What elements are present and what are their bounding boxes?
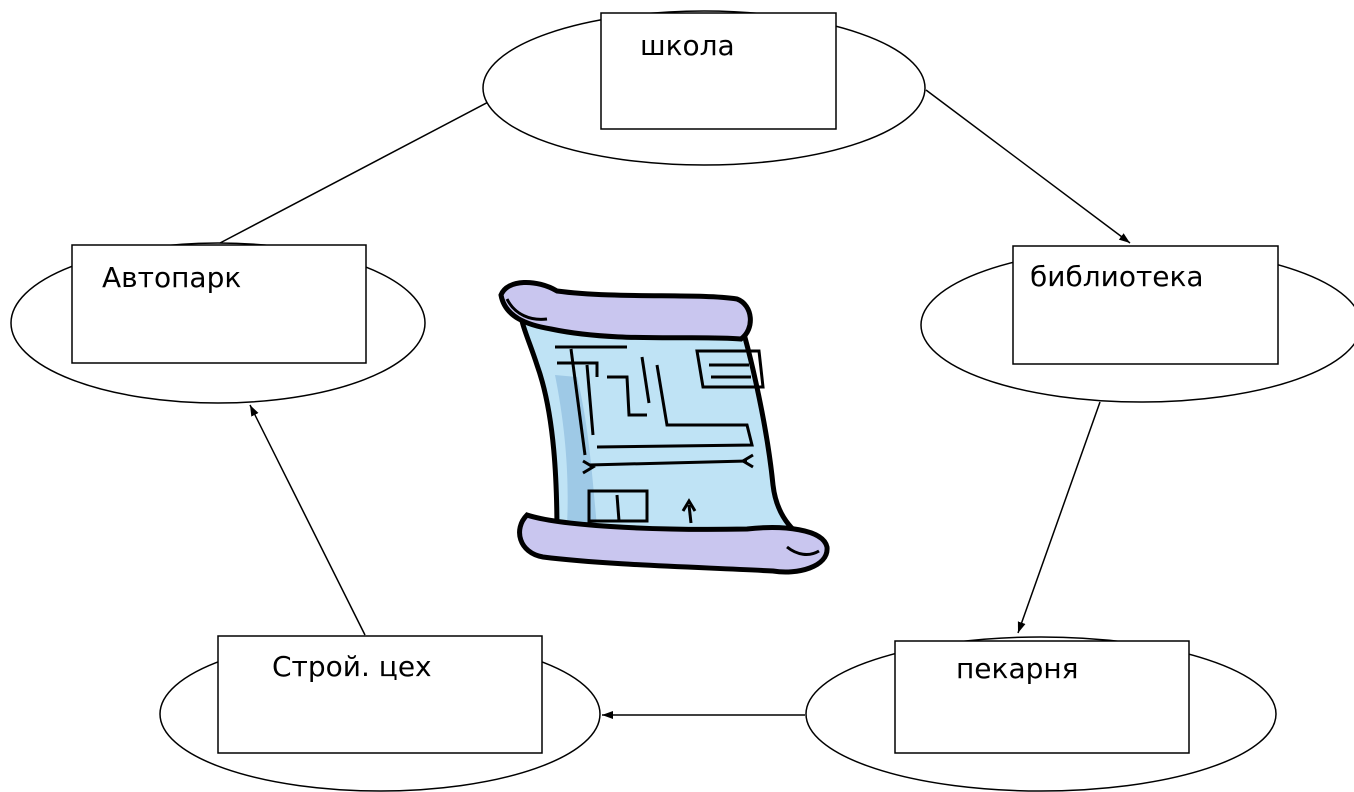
blueprint-scroll-icon bbox=[498, 279, 830, 575]
node-construction: Строй. цех bbox=[159, 635, 601, 792]
node-box bbox=[1012, 245, 1279, 365]
node-motorpool: Автопарк bbox=[10, 242, 426, 404]
edge-library-bakery bbox=[1017, 401, 1101, 634]
edge-school-library bbox=[925, 89, 1131, 244]
node-label-motorpool: Автопарк bbox=[102, 261, 241, 294]
node-library: библиотека bbox=[920, 245, 1354, 403]
node-label-bakery: пекарня bbox=[956, 652, 1079, 685]
node-school: школа bbox=[482, 10, 926, 166]
node-box bbox=[217, 635, 543, 754]
edge-construction-motorpool bbox=[249, 404, 366, 636]
node-box bbox=[600, 12, 837, 130]
node-bakery: пекарня bbox=[805, 636, 1277, 792]
edges bbox=[219, 87, 1131, 719]
node-box bbox=[71, 244, 367, 364]
edge-motorpool-school bbox=[219, 87, 516, 244]
node-label-library: библиотека bbox=[1030, 260, 1204, 293]
node-label-school: школа bbox=[640, 29, 735, 62]
node-label-construction: Строй. цех bbox=[272, 650, 432, 683]
node-box bbox=[894, 640, 1190, 754]
